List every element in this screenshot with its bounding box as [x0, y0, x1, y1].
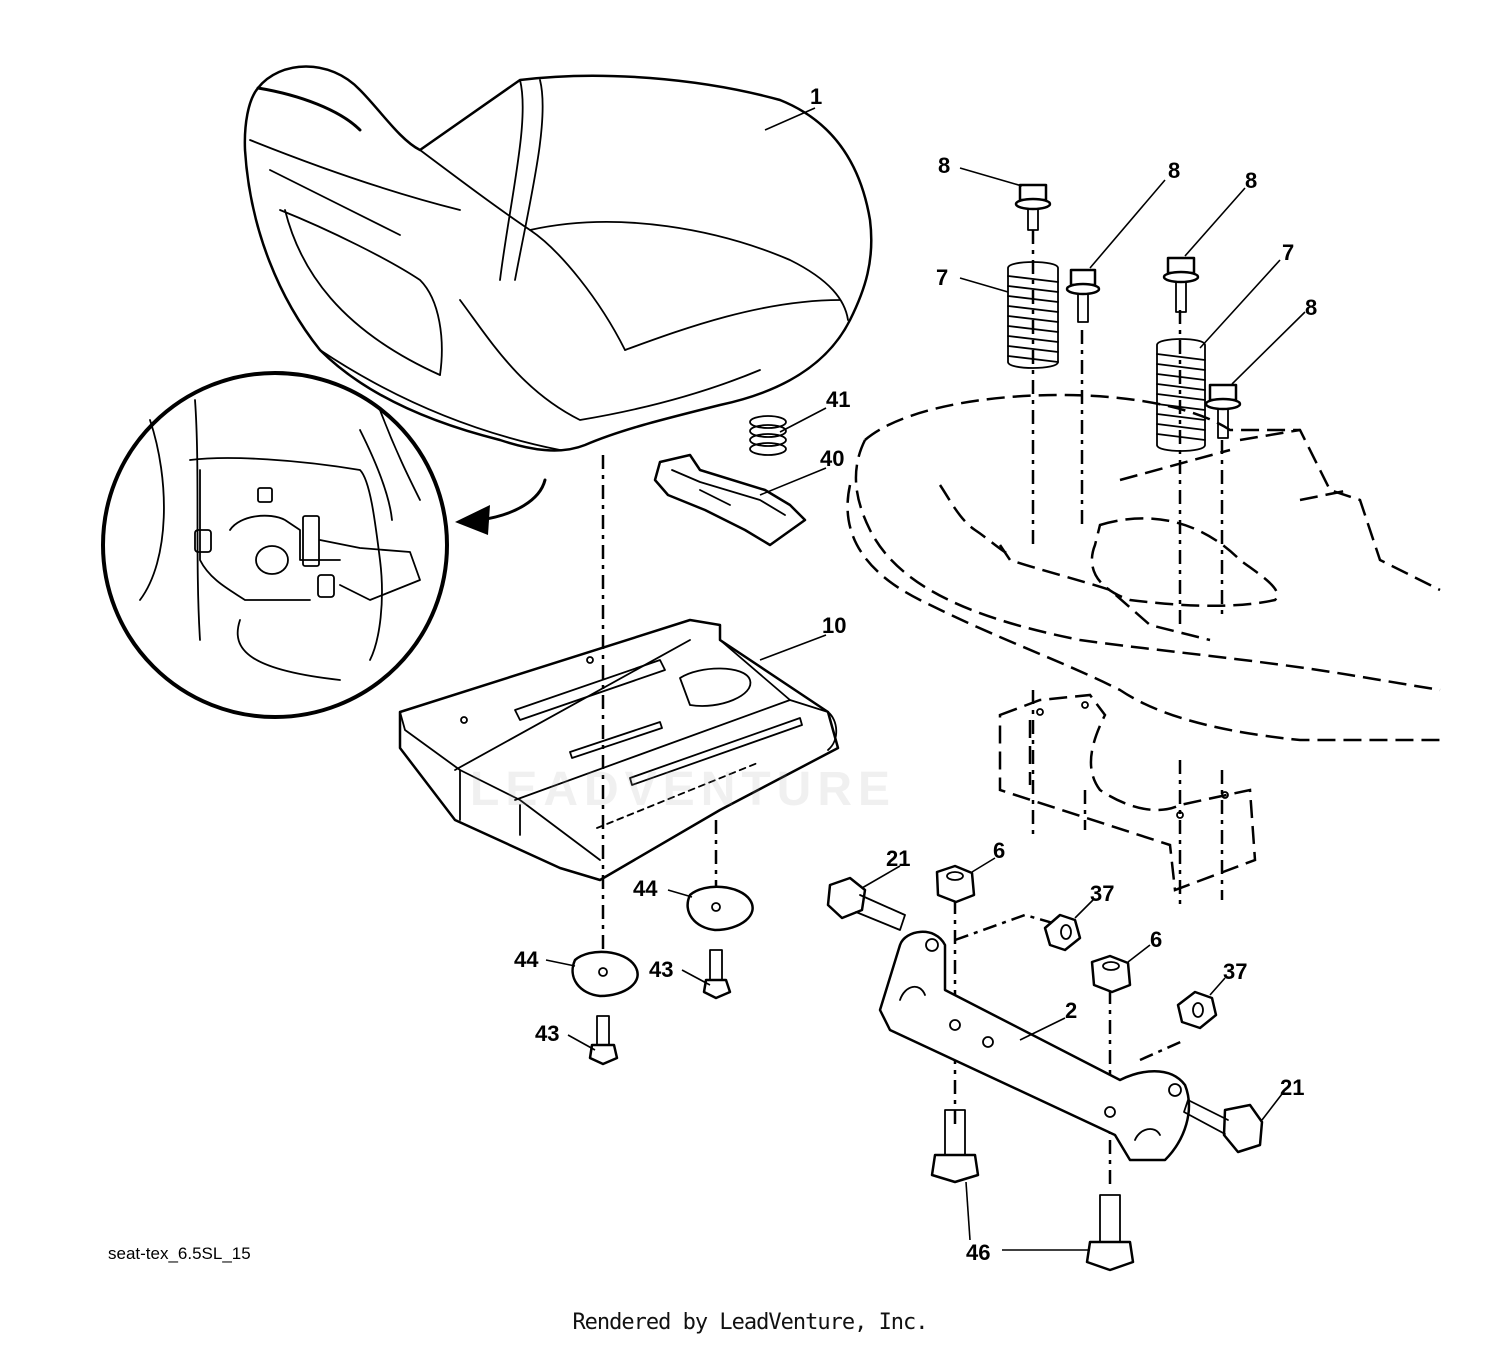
part-labels: 1 8 8 8 8 7 7 41 40 10 21 21 6 6 37 37 2…: [514, 84, 1317, 1265]
frame-outline: [846, 393, 1441, 892]
label-bolt-21-left: 21: [886, 846, 910, 871]
nut-37-right[interactable]: [1176, 990, 1218, 1030]
diagram-code: seat-tex_6.5SL_15: [108, 1244, 251, 1263]
label-seat-pan: 10: [822, 613, 846, 638]
label-bolt-46: 46: [966, 1240, 990, 1265]
label-nut-6-right: 6: [1150, 927, 1162, 952]
seat-pan[interactable]: [398, 618, 840, 882]
bolt-right[interactable]: [1204, 383, 1242, 439]
small-spring[interactable]: [749, 415, 787, 456]
bolt-21-right[interactable]: [1183, 1099, 1264, 1154]
screw-43-left[interactable]: [588, 1015, 619, 1066]
label-bolt-top-mid: 8: [1168, 158, 1180, 183]
label-screw-43-right: 43: [649, 957, 673, 982]
bolt-46-right[interactable]: [1085, 1194, 1135, 1272]
label-small-spring: 41: [826, 387, 850, 412]
label-bolt-right: 8: [1305, 295, 1317, 320]
label-bolt-top-left: 8: [938, 153, 950, 178]
detail-inset: [101, 371, 547, 719]
screw-43-right[interactable]: [702, 949, 732, 1000]
assembly-center-lines: [601, 230, 1224, 1190]
label-bolt-top-right: 8: [1245, 168, 1257, 193]
spring-right[interactable]: [1156, 338, 1206, 452]
adjustment-slots: [596, 761, 761, 829]
label-nut-37-left: 37: [1090, 881, 1114, 906]
nut-6-left[interactable]: [935, 864, 976, 904]
label-clip: 40: [820, 446, 844, 471]
rendered-by-credit: Rendered by LeadVenture, Inc.: [572, 1310, 928, 1335]
label-nut-6-left: 6: [993, 838, 1005, 863]
leader-lines: [545, 107, 1306, 1251]
washer-44-right[interactable]: [686, 885, 754, 932]
label-nut-37-right: 37: [1223, 959, 1247, 984]
mounting-bracket[interactable]: [878, 930, 1191, 1162]
label-spring-right: 7: [1282, 240, 1294, 265]
label-screw-43-left: 43: [535, 1021, 559, 1046]
washer-44-left[interactable]: [571, 950, 639, 998]
label-seat: 1: [810, 84, 822, 109]
seat-clip[interactable]: [653, 453, 807, 547]
bolt-top-left[interactable]: [1014, 183, 1052, 231]
bolt-top-mid[interactable]: [1065, 268, 1101, 323]
spring-left[interactable]: [1007, 261, 1059, 369]
label-washer-44-right: 44: [633, 876, 658, 901]
bolt-21-left[interactable]: [826, 876, 906, 931]
nut-37-left[interactable]: [1043, 913, 1082, 952]
label-washer-44-left: 44: [514, 947, 539, 972]
label-bolt-21-right: 21: [1280, 1075, 1304, 1100]
label-spring-left: 7: [936, 265, 948, 290]
seat[interactable]: [243, 65, 873, 452]
nut-6-right[interactable]: [1090, 954, 1132, 994]
bolt-46-left[interactable]: [930, 1109, 980, 1184]
label-bracket: 2: [1065, 998, 1077, 1023]
watermark: LEADVENTURE: [470, 763, 897, 816]
bolt-top-right[interactable]: [1162, 256, 1200, 313]
